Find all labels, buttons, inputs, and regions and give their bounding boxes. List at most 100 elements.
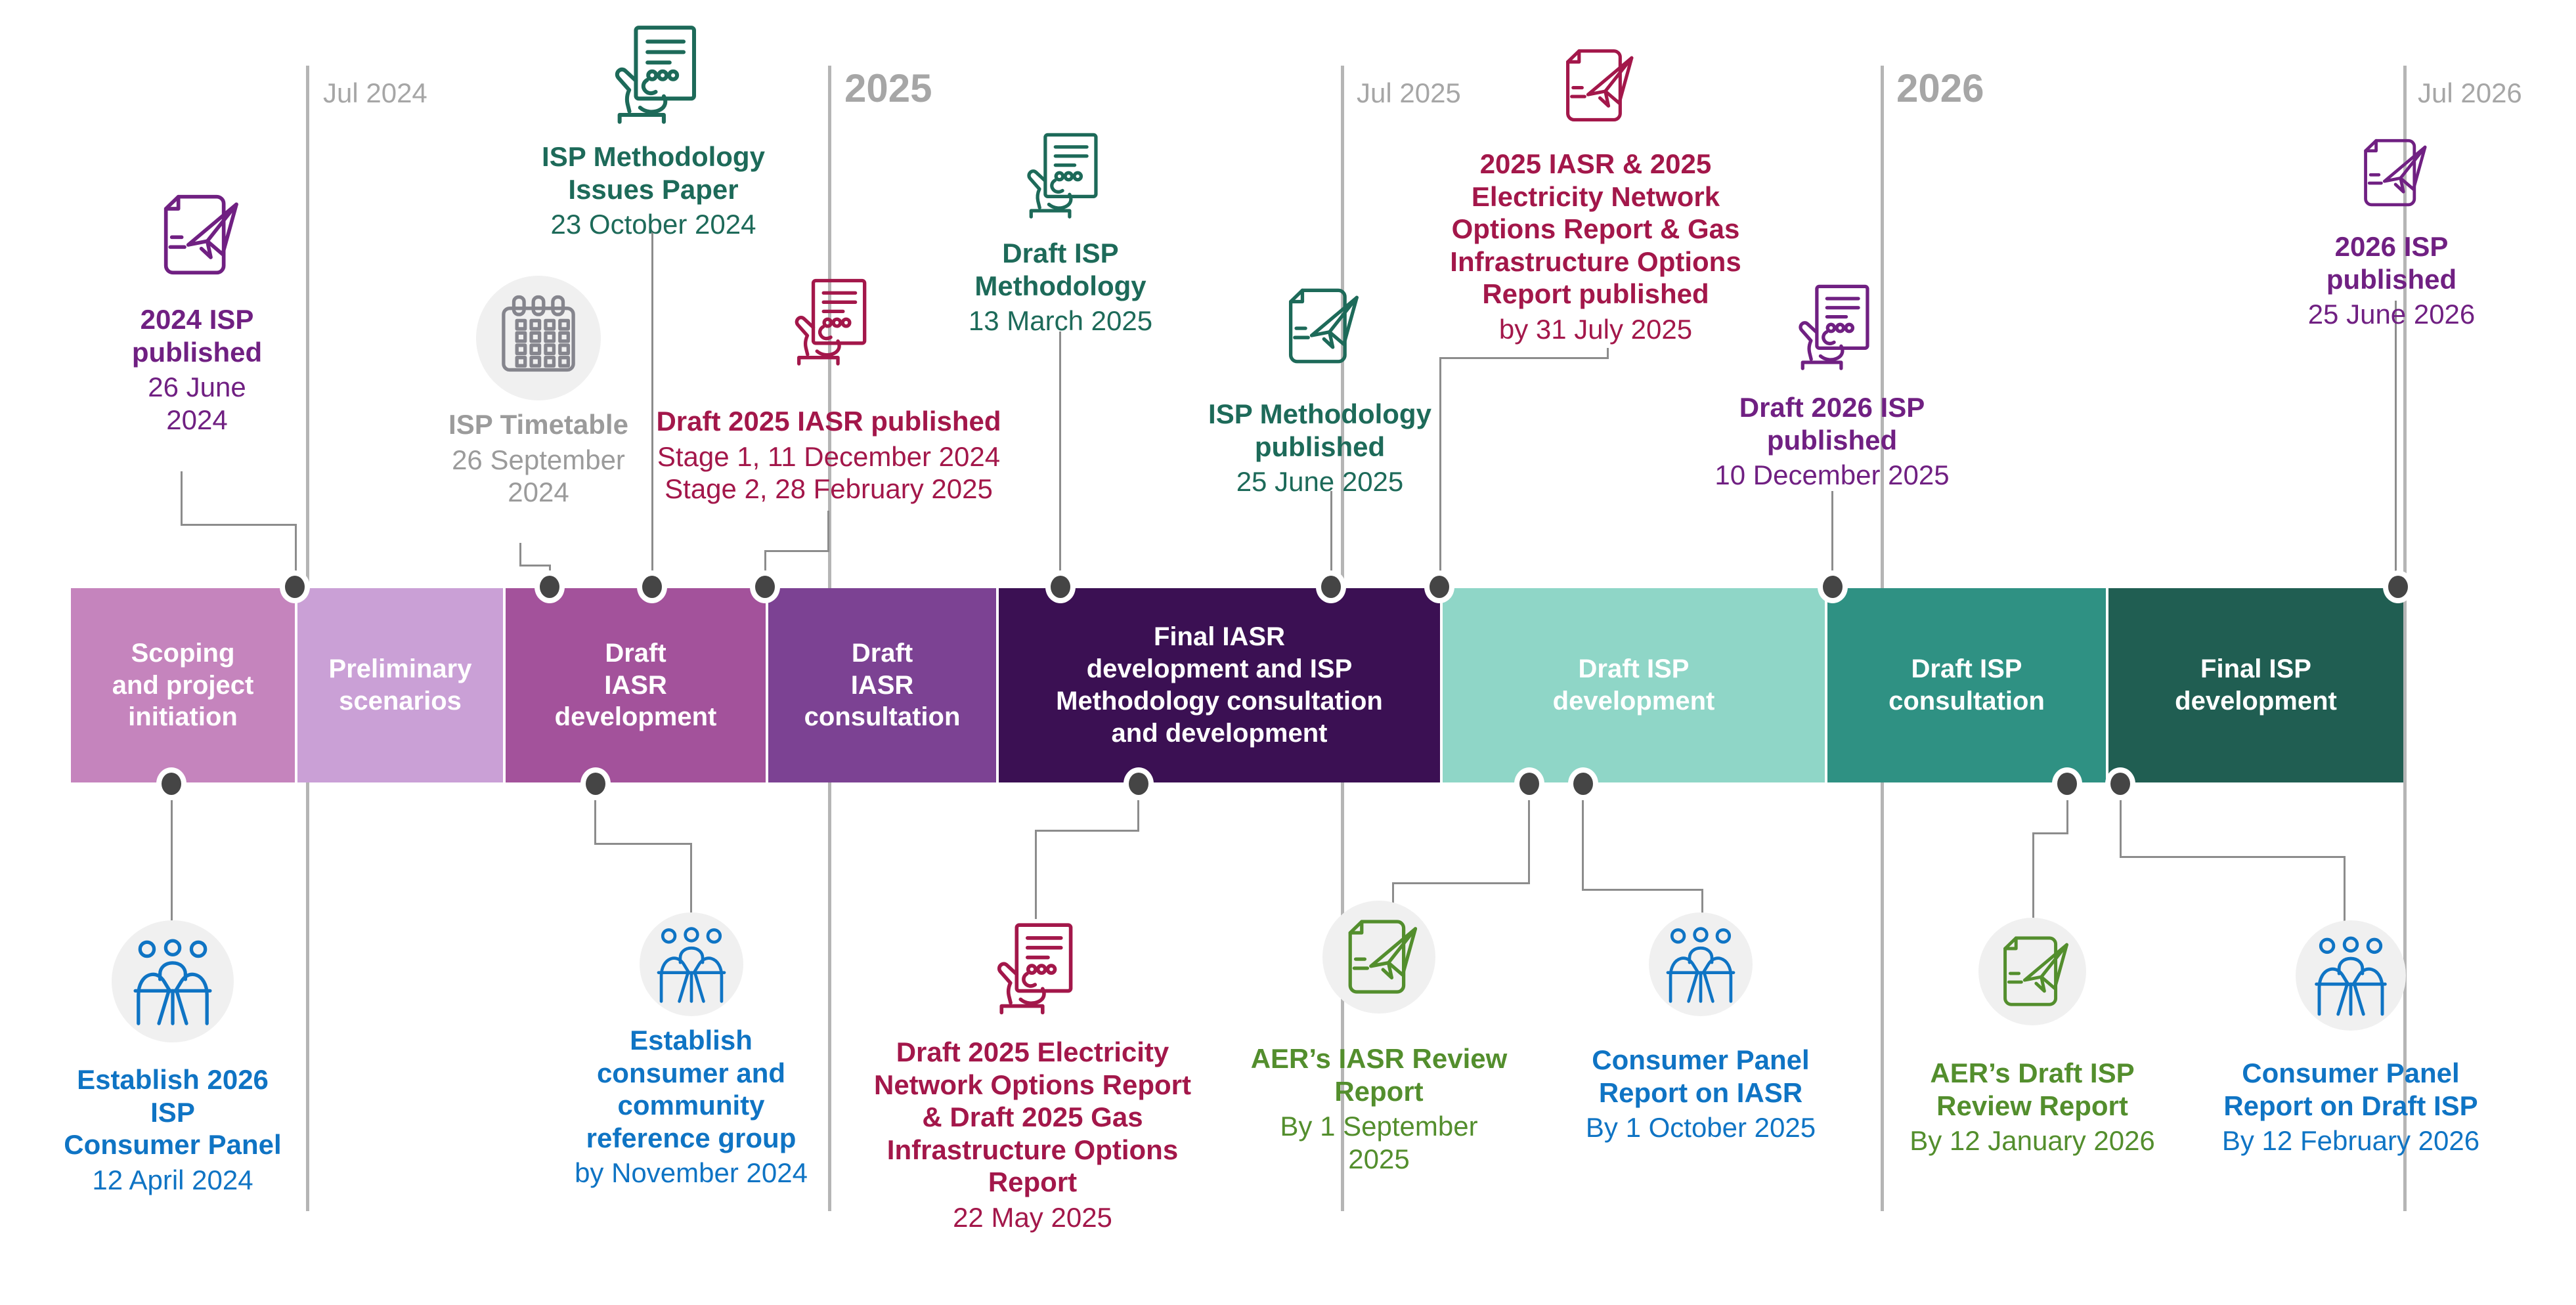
milestone-date: 25 June 2025: [1236, 466, 1404, 498]
milestone-date: 26 September 2024: [452, 444, 625, 508]
phase-final-iasr-development: Final IASR development and ISP Methodolo…: [999, 588, 1440, 782]
milestone-date: by 31 July 2025: [1498, 313, 1693, 345]
milestone-date: by November 2024: [575, 1157, 808, 1189]
connector-line: [764, 550, 766, 575]
connector-line: [1439, 357, 1609, 359]
milestone-date: By 12 February 2026: [2221, 1125, 2480, 1157]
milestone-date: 22 May 2025: [953, 1201, 1112, 1233]
milestone-date: Stage 1, 11 December 2024 Stage 2, 28 Fe…: [657, 440, 1001, 505]
connector-line: [690, 843, 692, 916]
timeline-node-dot: [2383, 570, 2413, 603]
axis-label-jul-2025: Jul 2025: [1357, 77, 1461, 108]
milestone-title: 2024 ISP published: [131, 304, 263, 368]
people-meeting-icon: [123, 932, 222, 1031]
milestone-isp-methodology-published: ISP Methodology published 25 June 2025: [1189, 277, 1451, 498]
connector-line: [2032, 832, 2068, 834]
timeline-node-dot: [1045, 570, 1076, 603]
milestone-establish-consumer-community-reference-group: Establish consumer and community referen…: [565, 912, 818, 1189]
milestone-title: 2025 IASR & 2025 Electricity Network Opt…: [1450, 148, 1741, 310]
milestone-aer-iasr-review-report: AER’s IASR Review Report By 1 September …: [1248, 901, 1510, 1175]
milestone-title: Establish consumer and community referen…: [586, 1025, 797, 1153]
connector-line: [1582, 796, 1584, 891]
milestone-title: Draft 2026 ISP published: [1739, 392, 1925, 456]
connector-line: [2120, 856, 2346, 858]
milestone-date: 12 April 2024: [92, 1164, 253, 1195]
timeline-node-dot: [1818, 570, 1848, 603]
people-meeting-icon: [648, 921, 735, 1008]
timeline-node-dot: [1424, 570, 1454, 603]
milestone-date: By 1 September 2025: [1280, 1111, 1478, 1174]
connector-line: [1439, 357, 1441, 575]
connector-line: [1035, 830, 1139, 832]
milestone-establish-2026-isp-consumer-panel: Establish 2026 ISP Consumer Panel 12 Apr…: [51, 920, 294, 1196]
milestone-date: By 1 October 2025: [1585, 1112, 1816, 1144]
connector-line: [1137, 796, 1139, 832]
connector-line: [2032, 832, 2034, 919]
timeline-node-dot: [1316, 570, 1346, 603]
milestone-draft-2025-iasr-published: Draft 2025 IASR published Stage 1, 11 De…: [632, 272, 1026, 505]
milestone-date: 10 December 2025: [1714, 460, 1950, 491]
connector-line: [181, 471, 183, 526]
phase-draft-isp-development: Draft ISP development: [1443, 588, 1825, 782]
connector-line: [594, 843, 692, 845]
connector-line: [1059, 332, 1061, 575]
connector-line: [1582, 889, 1703, 891]
milestone-aer-draft-isp-review-report: AER’s Draft ISP Review Report By 12 Janu…: [1901, 918, 2164, 1157]
milestone-consumer-panel-report-on-iasr: Consumer Panel Report on IASR By 1 Octob…: [1569, 912, 1832, 1144]
paper-plane-document-icon: [1986, 926, 2078, 1017]
connector-line: [2120, 796, 2122, 857]
timeline-node-dot: [1514, 767, 1544, 800]
connector-line: [1392, 882, 1394, 910]
axis-label-2025: 2025: [844, 66, 932, 110]
milestone-draft-2025-network-gas-options-reports: Draft 2025 Electricity Network Options R…: [847, 916, 1218, 1233]
phase-draft-iasr-consultation: Draft IASR consultation: [768, 588, 996, 782]
hand-document-icon: [598, 18, 709, 130]
milestone-isp-timetable: ISP Timetable 26 September 2024: [427, 276, 650, 509]
people-meeting-icon: [2305, 930, 2396, 1021]
connector-line: [1528, 796, 1530, 884]
milestone-consumer-panel-report-on-draft-isp: Consumer Panel Report on Draft ISP By 12…: [2212, 920, 2490, 1157]
hand-document-icon: [981, 916, 1085, 1020]
connector-line: [171, 796, 173, 923]
connector-line: [1392, 882, 1530, 884]
phase-draft-iasr-development: Draft IASR development: [506, 588, 766, 782]
milestone-title: Draft 2025 Electricity Network Options R…: [873, 1037, 1192, 1198]
paper-plane-document-icon: [1330, 909, 1428, 1006]
axis-label-jul-2024: Jul 2024: [323, 77, 427, 108]
hand-document-icon: [1783, 278, 1881, 375]
timeline-node-dot: [1568, 767, 1598, 800]
connector-line: [2395, 301, 2397, 575]
gridline-jul-2026: [2403, 66, 2407, 1211]
people-meeting-icon: [1657, 921, 1744, 1008]
milestone-draft-2026-isp-published: Draft 2026 ISP published 10 December 202…: [1701, 278, 1963, 492]
timeline-node-dot: [535, 570, 565, 603]
connector-line: [594, 796, 596, 845]
phase-final-isp-development: Final ISP development: [2108, 588, 2403, 782]
timeline-node-dot: [580, 767, 611, 800]
connector-line: [1701, 889, 1703, 918]
calendar-icon: [489, 289, 588, 387]
milestone-title: AER’s Draft ISP Review Report: [1930, 1058, 2135, 1121]
axis-label-jul-2026: Jul 2026: [2418, 77, 2522, 108]
milestone-title: Draft 2025 IASR published: [656, 406, 1001, 437]
paper-plane-document-icon: [144, 182, 250, 288]
paper-plane-document-icon: [2347, 129, 2436, 217]
paper-plane-document-icon: [1271, 277, 1369, 375]
timeline-node-dot: [2105, 767, 2135, 800]
connector-line: [1035, 830, 1037, 919]
milestone-title: ISP Methodology Issues Paper: [542, 141, 765, 205]
connector-line: [1330, 491, 1332, 575]
milestone-title: 2026 ISP published: [2326, 231, 2457, 295]
connector-line: [2344, 856, 2346, 922]
hand-document-icon: [779, 272, 878, 371]
milestone-date: 13 March 2025: [968, 305, 1153, 337]
hand-document-icon: [1012, 127, 1109, 224]
milestone-title: Consumer Panel Report on IASR: [1592, 1044, 1810, 1108]
milestone-title: Establish 2026 ISP Consumer Panel: [64, 1064, 282, 1161]
milestone-title: Draft ISP Methodology: [974, 238, 1146, 301]
connector-line: [2066, 796, 2068, 834]
phase-scoping-project-initiation: Scoping and project initiation: [71, 588, 295, 782]
milestone-date: 26 June 2024: [148, 372, 246, 435]
milestone-title: Consumer Panel Report on Draft ISP: [2223, 1058, 2478, 1121]
phase-preliminary-scenarios: Preliminary scenarios: [297, 588, 503, 782]
